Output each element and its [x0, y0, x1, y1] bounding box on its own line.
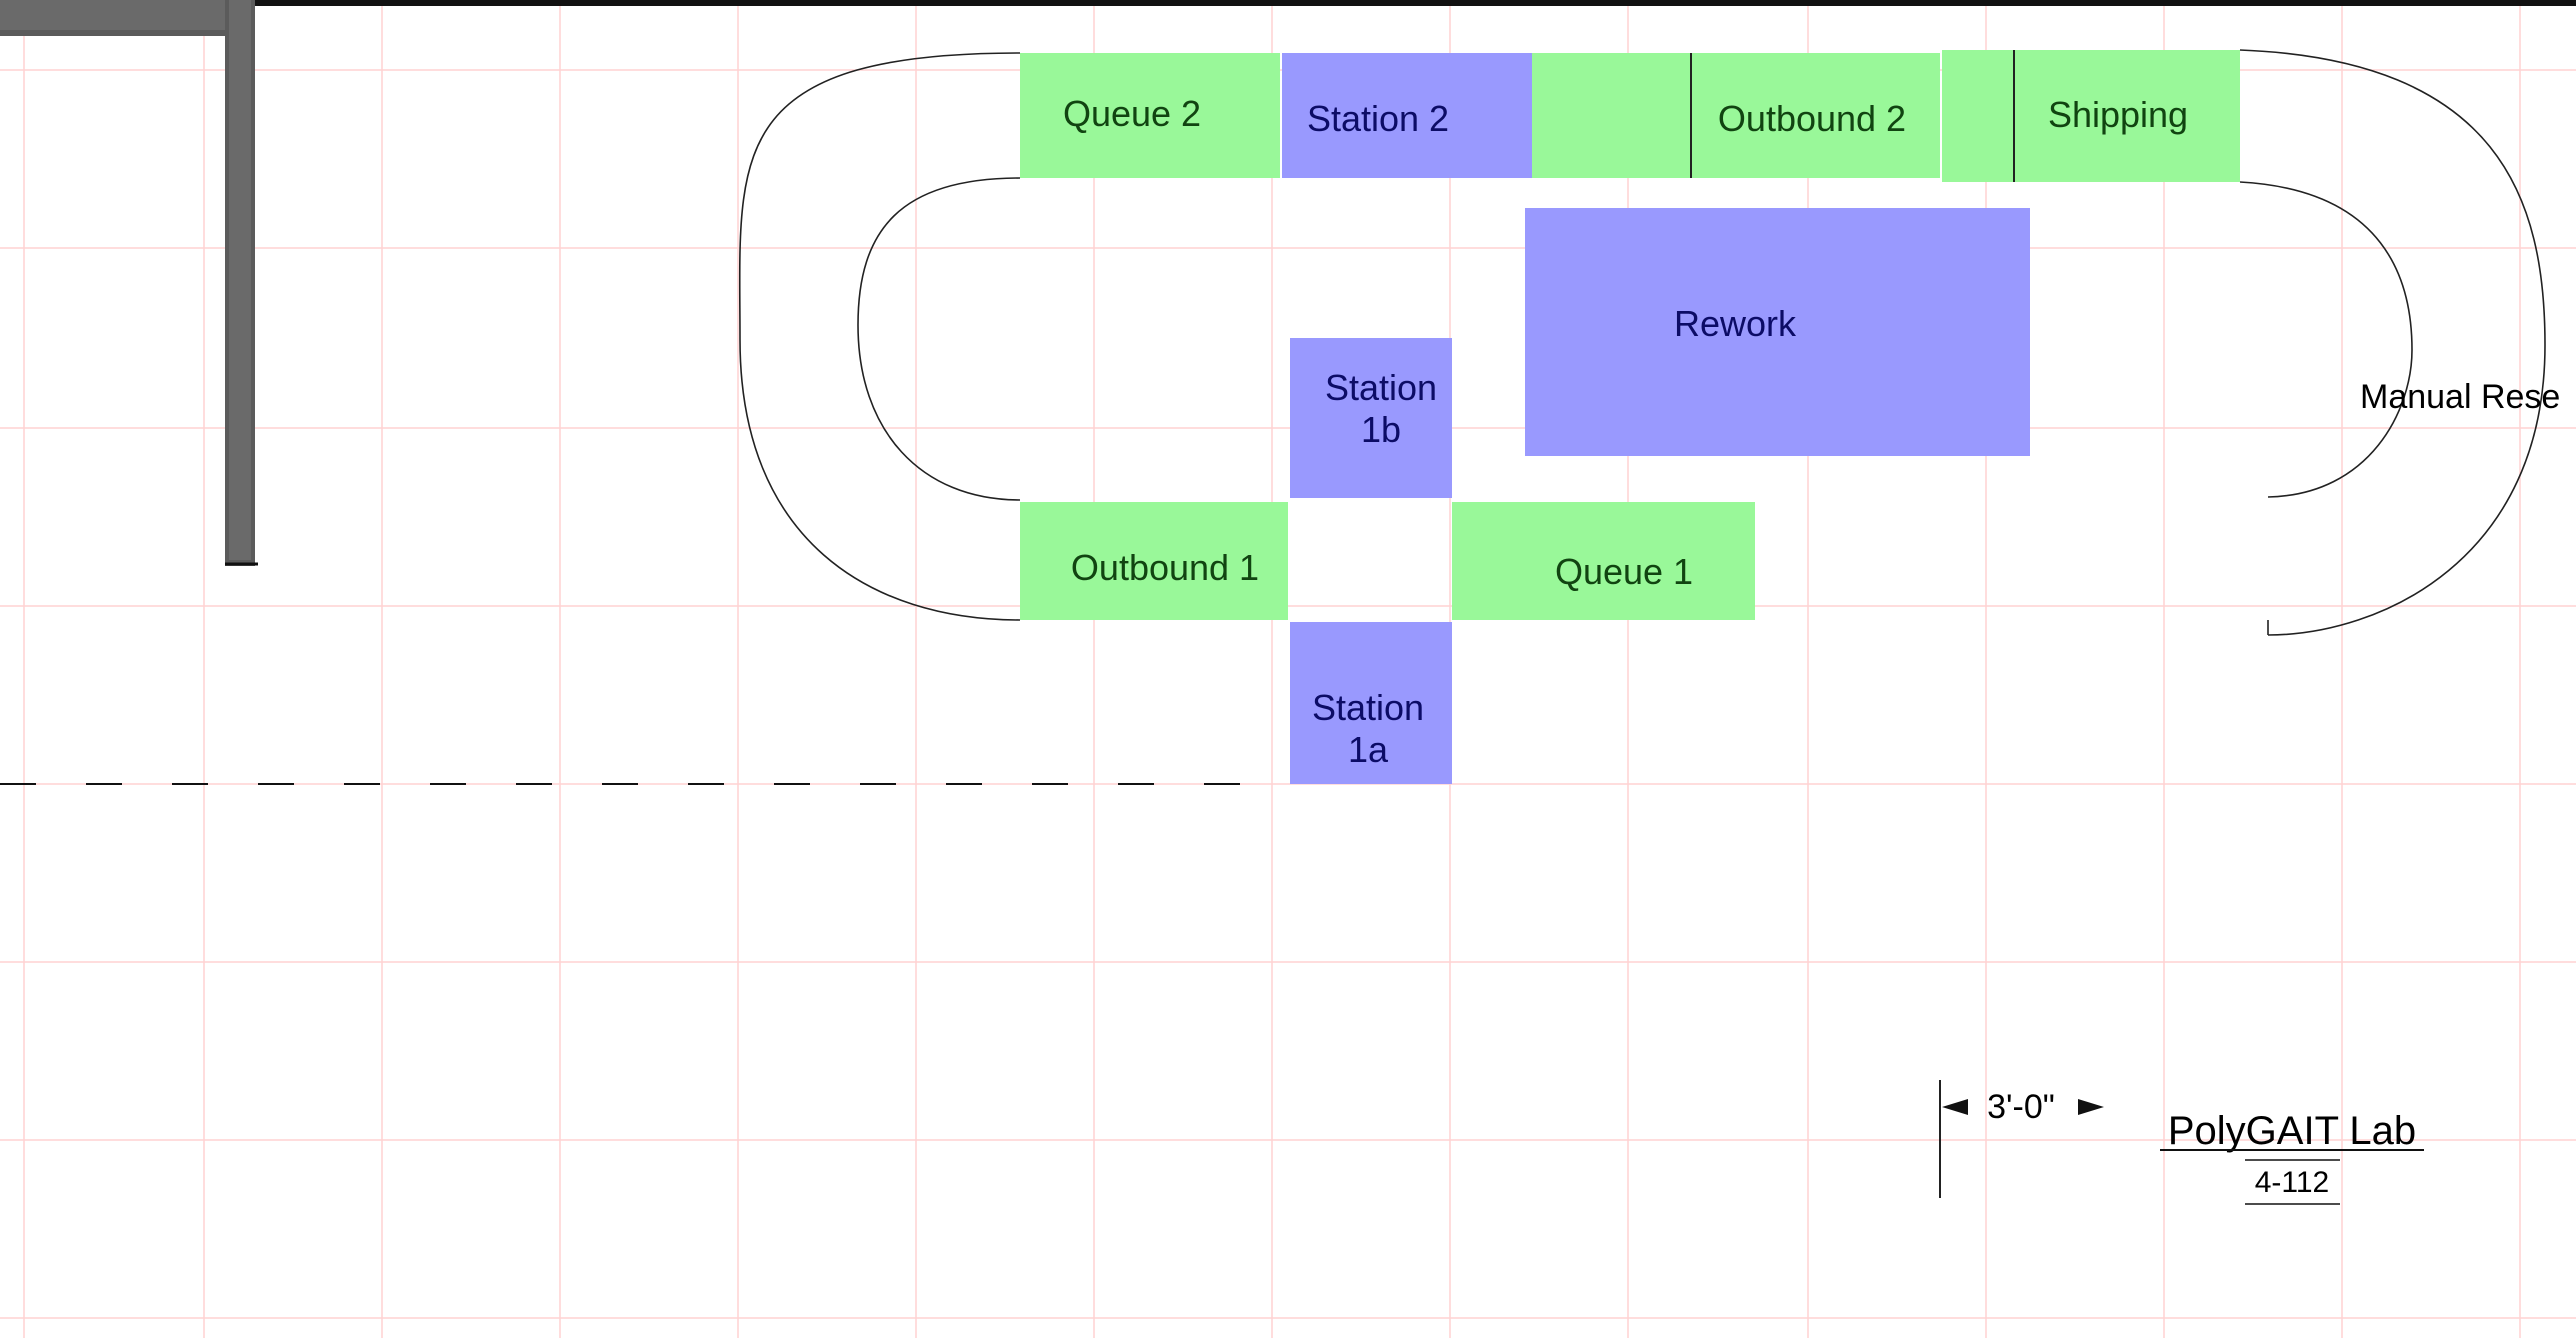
queue2-zone: Queue 2 [1020, 53, 1280, 178]
queue1-label: Queue 1 [1555, 551, 1693, 592]
shipping-rect [1942, 50, 2240, 182]
shipping-zone: Shipping [1942, 50, 2240, 182]
shipping-label: Shipping [2048, 94, 2188, 135]
queue1-zone: Queue 1 [1452, 502, 1755, 620]
lab-name-title: PolyGAIT Lab [2168, 1109, 2416, 1153]
dimension-left-arrow-icon [1942, 1099, 1968, 1115]
station1b-rect [1290, 338, 1452, 498]
queue1-rect [1452, 502, 1755, 620]
rework-label: Rework [1674, 303, 1797, 344]
manual-reset-label: Manual Rese [2360, 378, 2560, 416]
outbound2-rect [1532, 53, 1940, 178]
zone-label-line: 1a [1348, 729, 1389, 770]
zone-label-line: 1b [1361, 409, 1401, 450]
rework-rect [1525, 208, 2030, 456]
station2-label: Station 2 [1307, 98, 1449, 139]
conveyor-track [738, 49, 2546, 636]
dimension-right-arrow-icon [2078, 1099, 2104, 1115]
outbound1-zone: Outbound 1 [1020, 502, 1288, 620]
rework-zone: Rework [1525, 208, 2030, 456]
outbound1-label: Outbound 1 [1071, 547, 1259, 588]
outbound1-rect [1020, 502, 1288, 620]
station1a-rect [1290, 622, 1452, 784]
outbound2-zone: Outbound 2 [1532, 53, 1940, 178]
left-wall [0, 0, 258, 566]
queue2-label: Queue 2 [1063, 93, 1201, 134]
track-right-outer-curve [2239, 49, 2546, 636]
station2-zone: Station 2 [1282, 53, 1532, 178]
zone-label-line: Station [1312, 687, 1424, 728]
wall-top-inner [0, 0, 230, 30]
room-number-label: 4-112 [2255, 1166, 2330, 1199]
dimension-label: 3'-0" [1987, 1088, 2055, 1126]
queue2-rect [1020, 53, 1280, 178]
track-left-inner-curve [857, 177, 1021, 501]
wall-vertical-inner [229, 0, 251, 560]
station2-rect [1282, 53, 1532, 178]
outbound2-label: Outbound 2 [1718, 98, 1906, 139]
dimension-indicator: 3'-0" [1939, 1080, 2104, 1198]
title-block: PolyGAIT Lab 4-112 [2160, 1109, 2424, 1205]
zone-label-line: Station [1325, 367, 1437, 408]
track-left-outer-curve [738, 52, 1021, 621]
track-right-inner-curve [2239, 181, 2413, 498]
